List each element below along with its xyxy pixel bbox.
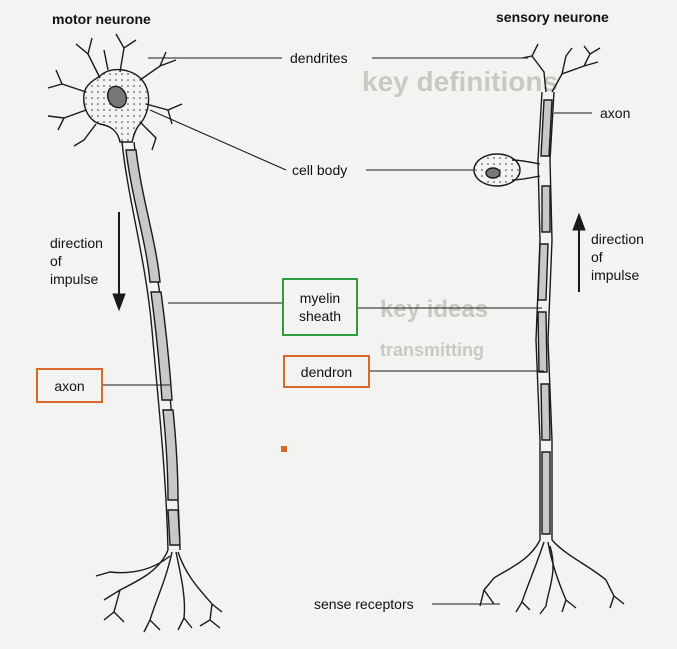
dendron-box: dendron (283, 355, 370, 388)
motor-dendrites (47, 33, 183, 151)
direction-left-line3: impulse (50, 271, 99, 287)
direction-arrow-up (572, 212, 586, 292)
myelin-sheath-box: myelin sheath (282, 278, 358, 336)
orange-marker (281, 446, 287, 452)
background-heading-key-ideas: key ideas (380, 296, 489, 323)
sensory-dendrites (521, 43, 601, 93)
sensory-neurone (473, 43, 625, 615)
sense-receptors-label: sense receptors (314, 596, 414, 612)
myelin-sheath-line2: sheath (298, 308, 342, 324)
motor-myelin-segments (125, 149, 181, 546)
dendron-label: dendron (300, 363, 353, 380)
sensory-neurone-title: sensory neurone (496, 9, 609, 25)
motor-nucleus (106, 85, 128, 109)
motor-neurone-title: motor neurone (52, 11, 151, 27)
motor-terminal-branches (95, 549, 223, 633)
direction-arrow-down (112, 212, 126, 312)
direction-right-line2: of (591, 249, 603, 265)
leader-lines (103, 57, 592, 605)
sensory-receptor-branches (479, 539, 625, 615)
direction-right-line1: direction (591, 231, 644, 247)
background-line-transmitting: transmitting (380, 340, 485, 360)
axon-label-motor: axon (54, 377, 85, 394)
direction-of-impulse-right: direction of impulse (591, 230, 644, 284)
direction-left-line1: direction (50, 235, 103, 251)
direction-of-impulse-left: direction of impulse (50, 234, 103, 288)
background-heading-key-definitions: key definitions (362, 66, 559, 97)
sensory-nucleus (485, 167, 501, 179)
cell-body-label: cell body (292, 162, 348, 178)
direction-right-line3: impulse (591, 267, 640, 283)
myelin-sheath-line1: myelin (299, 290, 341, 306)
motor-neurone (47, 33, 223, 633)
axon-box-motor: axon (36, 368, 103, 403)
leader-cell-body-motor (149, 109, 287, 171)
direction-left-line2: of (50, 253, 62, 269)
sensory-myelin-segments (537, 99, 553, 535)
dendrites-label: dendrites (290, 50, 348, 66)
axon-label-sensory: axon (600, 105, 631, 121)
